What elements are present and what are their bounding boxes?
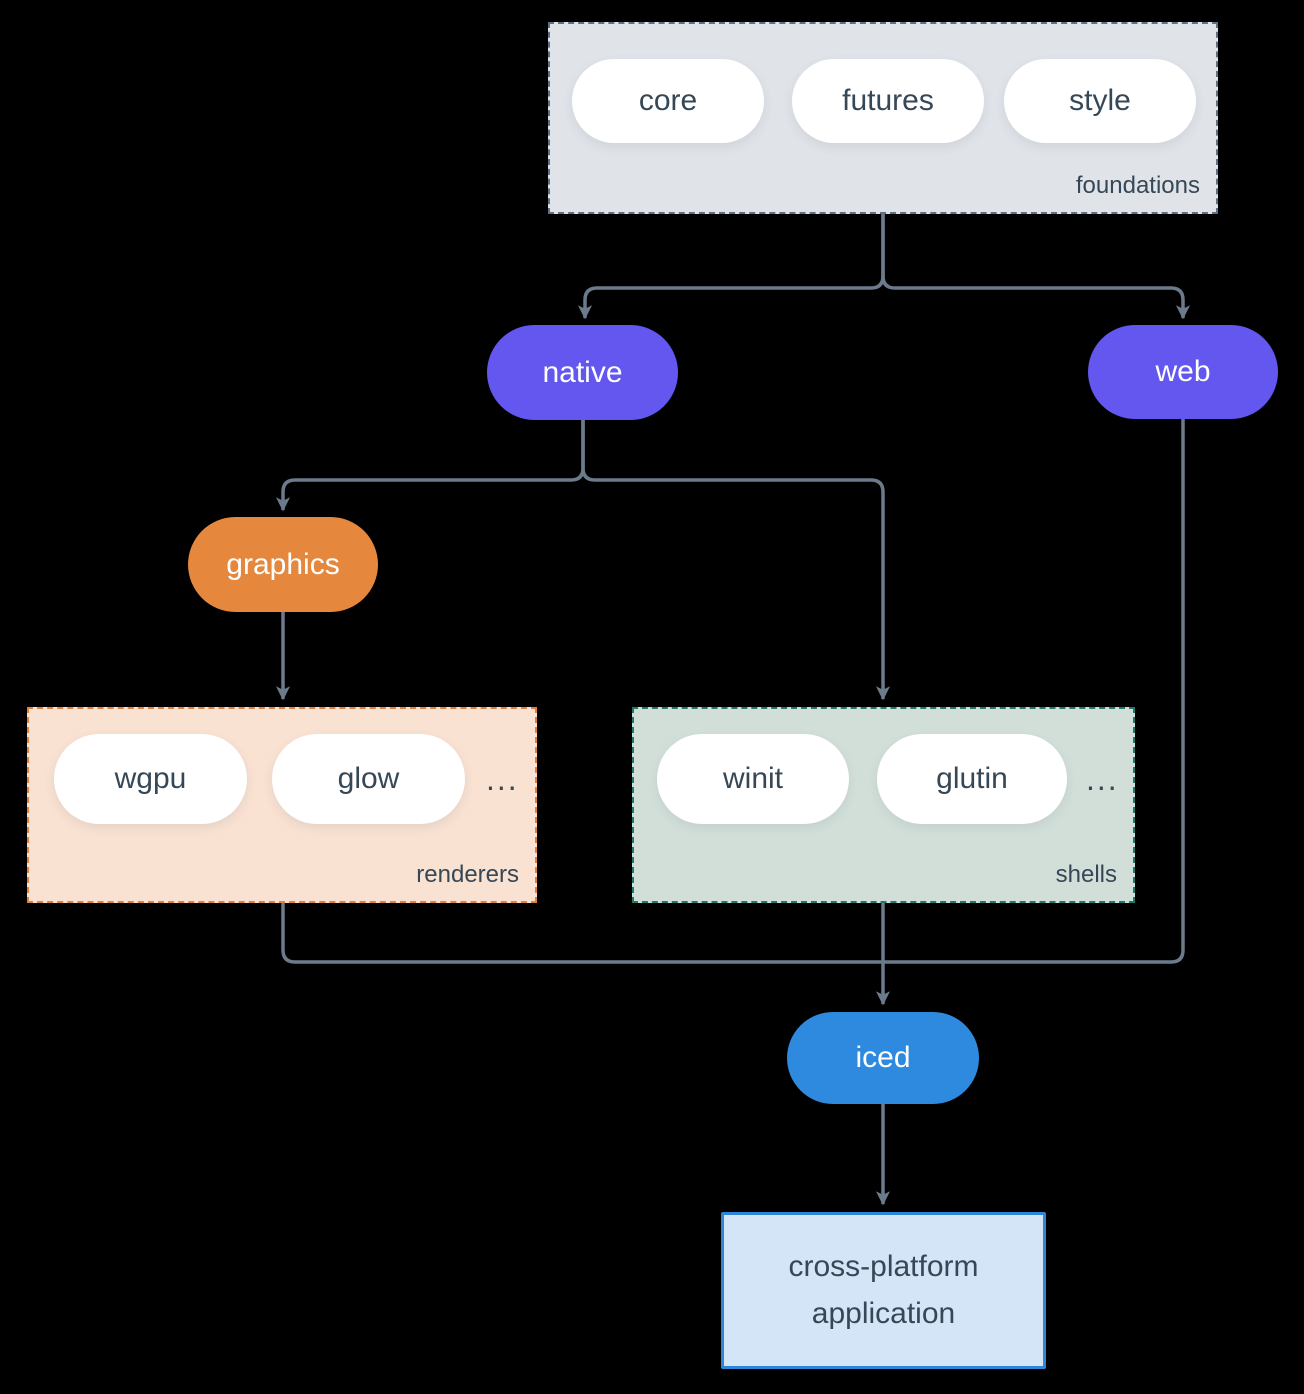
connector-renderers-to-merge — [281, 903, 883, 964]
node-cross-platform-application: cross-platform application — [721, 1212, 1046, 1369]
foundations-label: foundations — [1075, 172, 1200, 199]
node-graphics: graphics — [188, 517, 378, 612]
node-glutin: glutin — [877, 734, 1067, 824]
node-iced: iced — [787, 1012, 979, 1104]
connector-web-to-merge — [883, 419, 1185, 964]
renderers-label: renderers — [416, 861, 519, 888]
node-native: native — [487, 325, 678, 420]
node-wgpu: wgpu — [54, 734, 247, 824]
connector-foundations-to-web — [881, 214, 1191, 320]
renderers-ellipsis: ... — [486, 760, 519, 797]
shells-label: shells — [1055, 861, 1117, 888]
foundations-group: core futures style foundations — [548, 22, 1218, 214]
shells-group: winit glutin ... shells — [632, 707, 1135, 903]
connector-native-to-shells — [581, 420, 891, 701]
node-style: style — [1004, 59, 1196, 143]
connector-foundations-to-native — [577, 214, 885, 320]
renderers-group: wgpu glow ... renderers — [27, 707, 537, 903]
node-futures: futures — [792, 59, 984, 143]
node-core: core — [572, 59, 764, 143]
node-glow: glow — [272, 734, 465, 824]
node-web: web — [1088, 325, 1278, 419]
shells-ellipsis: ... — [1086, 760, 1119, 797]
node-winit: winit — [657, 734, 849, 824]
connector-native-to-graphics — [275, 420, 585, 512]
